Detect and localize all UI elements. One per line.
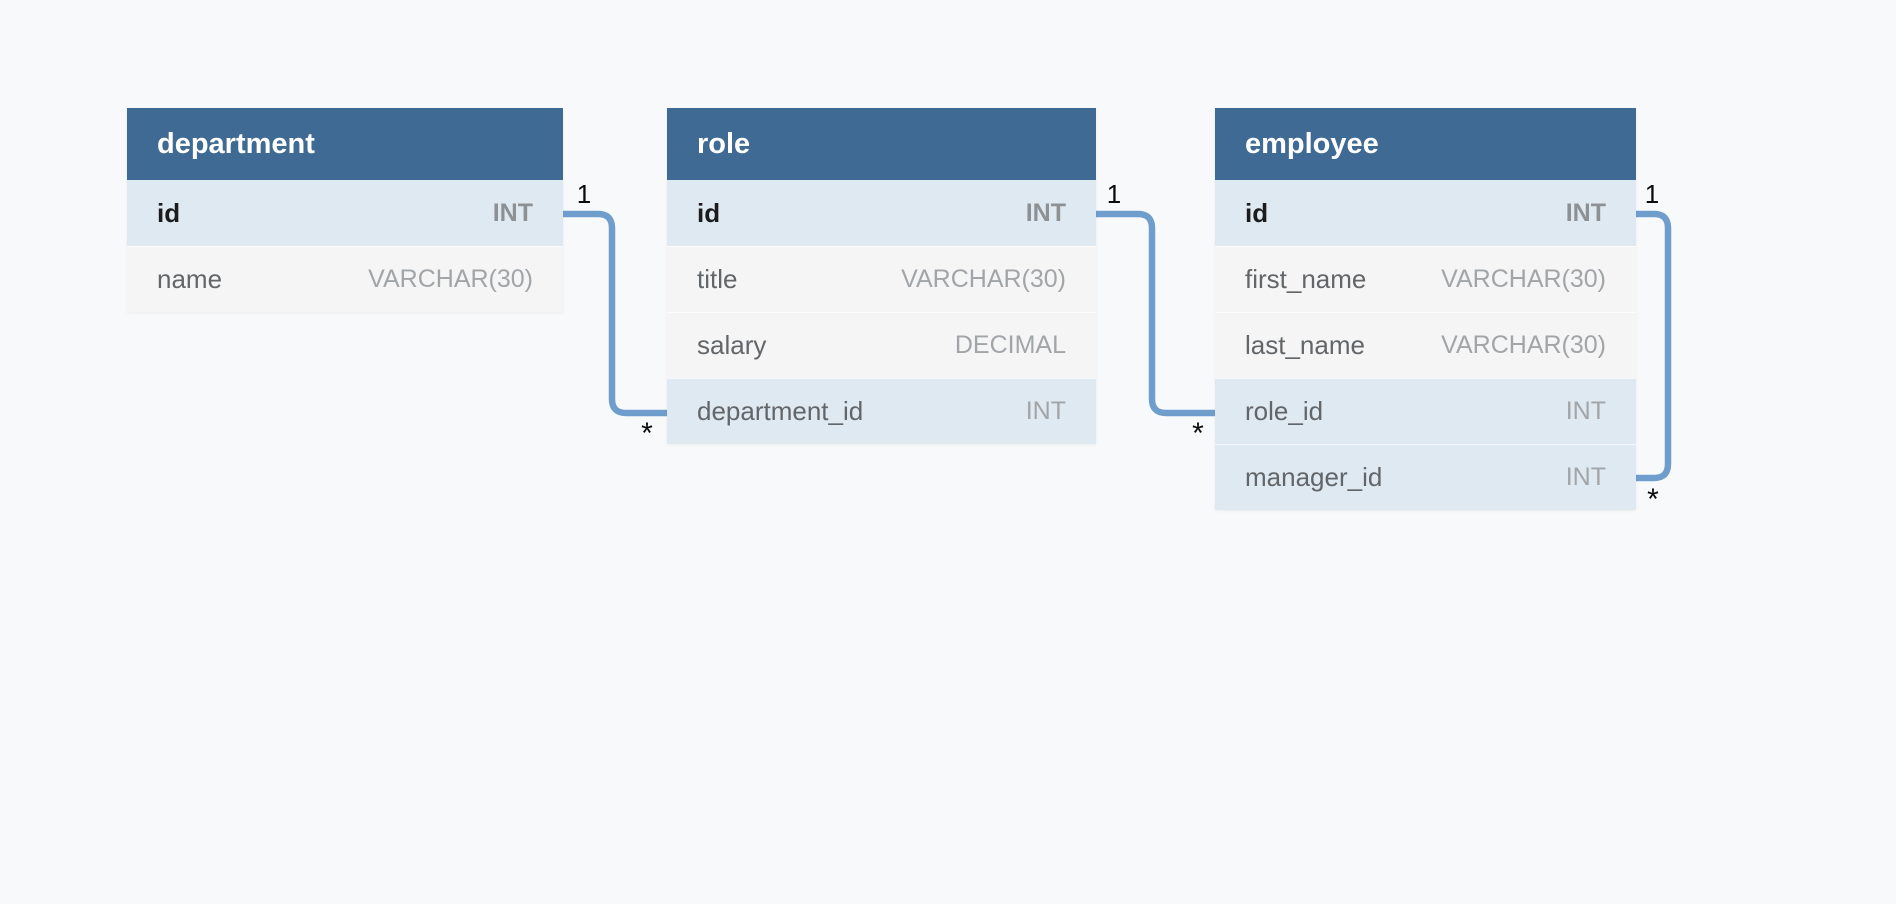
relationship-department-role[interactable] — [563, 210, 667, 417]
cardinality-label-one: 1 — [1106, 179, 1122, 209]
field-type: VARCHAR(30) — [1441, 331, 1606, 359]
field-row-employee-manager-id[interactable]: manager_id INT — [1215, 444, 1636, 510]
table-department[interactable]: department id INT name VARCHAR(30) — [127, 108, 563, 312]
field-name: manager_id — [1245, 462, 1383, 492]
cardinality-label-many: * — [1647, 483, 1659, 516]
field-name: salary — [697, 330, 767, 360]
field-name: name — [157, 264, 223, 294]
field-type: INT — [1025, 397, 1066, 425]
field-name: first_name — [1245, 264, 1367, 294]
cardinality-label-one: 1 — [1644, 179, 1660, 209]
field-row-employee-first-name[interactable]: first_name VARCHAR(30) — [1215, 246, 1636, 312]
cardinality-label-one: 1 — [576, 179, 592, 209]
field-row-employee-role-id[interactable]: role_id INT — [1215, 378, 1636, 444]
field-type: INT — [492, 198, 533, 227]
field-row-role-department-id[interactable]: department_id INT — [667, 378, 1096, 444]
relationship-employee-self[interactable] — [1636, 210, 1672, 482]
field-row-employee-id[interactable]: id INT — [1215, 180, 1636, 246]
field-row-role-salary[interactable]: salary DECIMAL — [667, 312, 1096, 378]
field-row-role-id[interactable]: id INT — [667, 180, 1096, 246]
table-header-department[interactable]: department — [127, 108, 563, 180]
field-type: INT — [1565, 198, 1606, 227]
field-row-department-id[interactable]: id INT — [127, 180, 563, 246]
field-type: VARCHAR(30) — [1441, 265, 1606, 293]
field-name: id — [1245, 197, 1269, 228]
field-row-role-title[interactable]: title VARCHAR(30) — [667, 246, 1096, 312]
field-name: title — [697, 264, 738, 294]
relationship-role-employee[interactable] — [1096, 210, 1215, 417]
field-name: id — [157, 197, 181, 228]
table-title: department — [157, 127, 315, 160]
table-title: role — [697, 127, 751, 160]
field-row-employee-last-name[interactable]: last_name VARCHAR(30) — [1215, 312, 1636, 378]
table-header-employee[interactable]: employee — [1215, 108, 1636, 180]
field-name: role_id — [1245, 396, 1324, 426]
table-header-role[interactable]: role — [667, 108, 1096, 180]
field-type: VARCHAR(30) — [901, 265, 1066, 293]
field-type: INT — [1565, 397, 1606, 425]
field-name: department_id — [697, 396, 864, 426]
field-type: INT — [1025, 198, 1066, 227]
field-name: id — [697, 197, 721, 228]
table-employee[interactable]: employee id INT first_name VARCHAR(30) l… — [1215, 108, 1636, 510]
field-row-department-name[interactable]: name VARCHAR(30) — [127, 246, 563, 312]
cardinality-label-many: * — [641, 417, 653, 450]
field-name: last_name — [1245, 330, 1365, 360]
field-type: VARCHAR(30) — [368, 265, 533, 293]
field-type: DECIMAL — [954, 331, 1066, 359]
field-type: INT — [1565, 463, 1606, 491]
table-title: employee — [1245, 127, 1379, 160]
table-role[interactable]: role id INT title VARCHAR(30) salary DEC… — [667, 108, 1096, 444]
cardinality-label-many: * — [1192, 417, 1204, 450]
